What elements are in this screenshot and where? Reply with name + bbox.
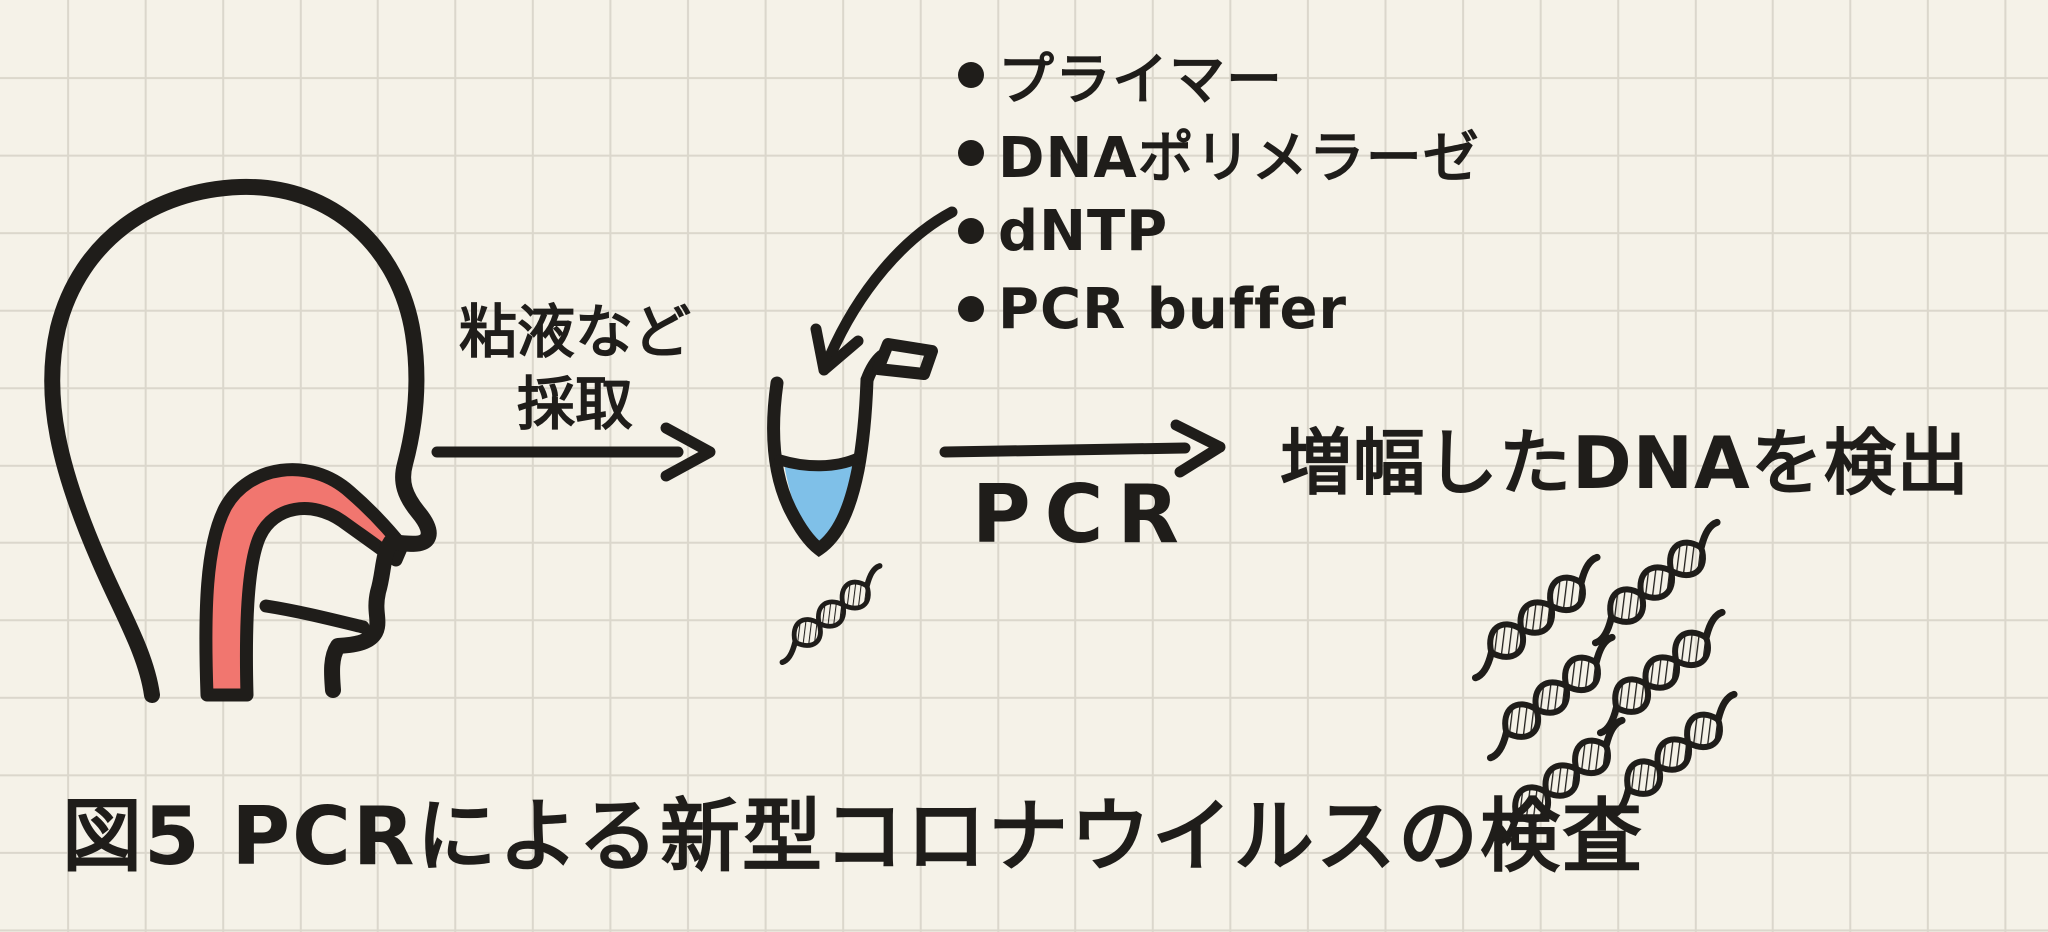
sample-arrow-label-line1: 粘液など bbox=[458, 298, 691, 366]
sample-arrow bbox=[431, 422, 716, 482]
bullet-icon bbox=[958, 218, 984, 244]
sample-arrow-label-line2: 採取 bbox=[516, 370, 633, 438]
reagent-label: dNTP bbox=[998, 198, 1169, 264]
sample-dna-helix-icon bbox=[769, 562, 892, 667]
reagent-label: プライマー bbox=[998, 47, 1283, 113]
pcr-arrow bbox=[939, 419, 1226, 478]
sample-arrow-label: 粘液など 採取 bbox=[442, 296, 708, 440]
figure-caption: 図5 PCRによる新型コロナウイルスの検査 bbox=[62, 790, 1645, 883]
tube-cap-open-lid bbox=[872, 338, 938, 380]
head-profile-illustration bbox=[44, 178, 437, 703]
bullet-icon bbox=[958, 140, 984, 166]
bullet-icon bbox=[958, 62, 984, 88]
list-item: dNTP bbox=[958, 192, 1480, 270]
tube-liquid bbox=[784, 461, 853, 546]
list-item: PCR buffer bbox=[958, 270, 1480, 348]
pcr-arrow-label: PCR bbox=[972, 468, 1193, 561]
head-outline bbox=[44, 178, 437, 703]
reagent-label: PCR buffer bbox=[998, 276, 1348, 342]
tube-liquid-surface bbox=[774, 452, 864, 472]
result-label: 増幅したDNAを検出 bbox=[1280, 421, 1970, 505]
reagents-into-tube-arrow bbox=[810, 206, 958, 376]
bullet-icon bbox=[958, 296, 984, 322]
reagent-label: DNAポリメラーゼ bbox=[998, 125, 1480, 191]
sample-tube-illustration bbox=[766, 338, 938, 558]
list-item: DNAポリメラーゼ bbox=[958, 114, 1480, 192]
list-item: プライマー bbox=[958, 36, 1480, 114]
reagent-list: プライマー DNAポリメラーゼ dNTP PCR buffer bbox=[958, 36, 1480, 348]
mouth-line bbox=[259, 599, 370, 634]
